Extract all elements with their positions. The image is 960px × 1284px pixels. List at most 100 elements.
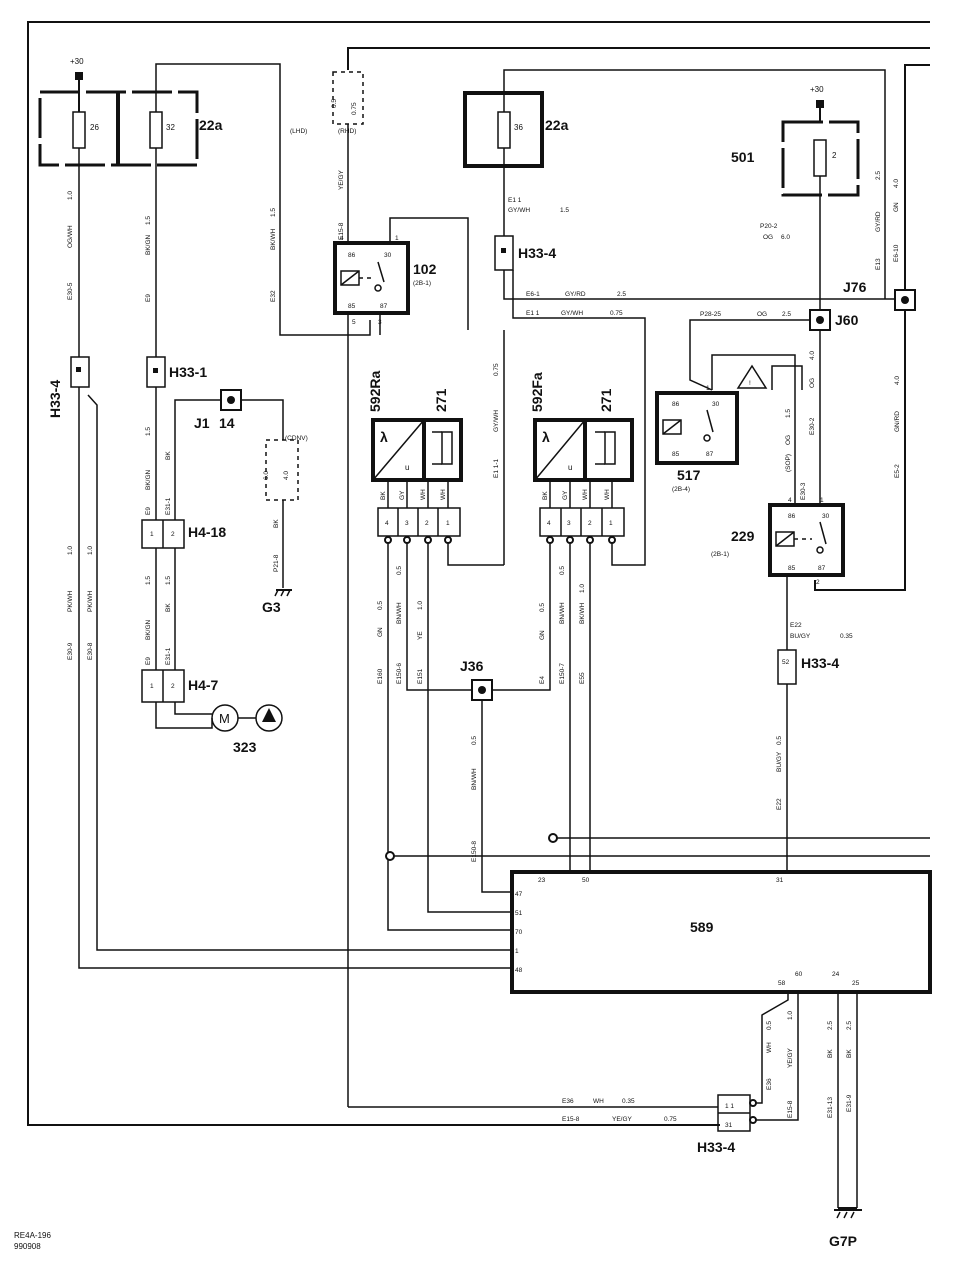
svg-text:1 1: 1 1 — [725, 1103, 734, 1110]
svg-text:52: 52 — [782, 659, 790, 666]
svg-text:E6-10: E6-10 — [893, 244, 900, 262]
svg-text:2.5: 2.5 — [782, 311, 791, 318]
svg-text:0.5: 0.5 — [766, 1021, 773, 1030]
fuse-32-label: 32 — [166, 123, 175, 132]
svg-text:M: M — [219, 711, 230, 726]
sensor-592ra: λ u 592Ra 271 — [367, 371, 463, 482]
connector-h33-4-right: 52 H33-4 — [777, 649, 839, 685]
plus30-left-label: +30 — [70, 57, 84, 66]
svg-text:E22: E22 — [790, 622, 802, 629]
connector-592ra: 4 3 2 1 — [377, 507, 461, 537]
junction-j60: J60 — [809, 309, 859, 331]
svg-text:BK: BK — [165, 451, 172, 460]
svg-text:2.5: 2.5 — [846, 1021, 853, 1030]
ground-g7p-icon — [834, 1207, 862, 1219]
h4-7-wire-labels: 1.5 1.5 BK/GN BK E9 E31-1 — [145, 576, 172, 665]
svg-text:WH: WH — [593, 1098, 604, 1105]
svg-text:λ: λ — [380, 429, 388, 445]
svg-text:2: 2 — [171, 531, 175, 538]
svg-text:J1: J1 — [194, 415, 210, 431]
svg-text:0.5: 0.5 — [776, 736, 783, 745]
svg-text:86: 86 — [788, 513, 796, 520]
svg-text:E1 1: E1 1 — [508, 197, 522, 204]
supply-terminal-right — [816, 100, 824, 108]
e22-bottom-labels: 0.5 BU/GY E22 — [776, 736, 783, 810]
svg-text:BN/WH: BN/WH — [396, 602, 403, 624]
svg-text:0.5: 0.5 — [377, 601, 384, 610]
svg-text:50: 50 — [582, 877, 590, 884]
svg-text:BU/GY: BU/GY — [790, 633, 811, 640]
svg-text:G3: G3 — [262, 599, 281, 615]
svg-text:48: 48 — [515, 967, 523, 974]
svg-text:E31-1: E31-1 — [165, 497, 172, 515]
svg-text:E30-9: E30-9 — [67, 642, 74, 660]
svg-text:BK/GN: BK/GN — [145, 234, 152, 255]
svg-text:4.0: 4.0 — [809, 351, 816, 360]
svg-text:BK: BK — [827, 1049, 834, 1058]
pk-wire-labels: 1.0 1.0 PK/WH PK/WH E30-9 E30-8 — [67, 546, 94, 660]
svg-text:E15-8: E15-8 — [338, 222, 345, 240]
svg-text:0.75: 0.75 — [351, 102, 358, 115]
svg-text:4: 4 — [547, 520, 551, 527]
svg-text:J36: J36 — [460, 658, 484, 674]
fuse-box-501: 2 501 — [731, 120, 860, 197]
svg-text:271: 271 — [433, 388, 449, 412]
svg-text:OG/WH: OG/WH — [67, 225, 74, 248]
relay-102: 86 30 85 87 4 1 5 3 102 (2B-1) — [333, 235, 437, 326]
sensor-b-wire-labels: 0.5 GN E4 0.5 BN/WH E150-7 1.0 BK/WH E55 — [539, 566, 586, 684]
supply-terminal-left — [75, 72, 83, 80]
e22-top-labels: E22 BU/GY 0.35 — [790, 622, 853, 640]
svg-text:2: 2 — [816, 579, 820, 586]
svg-text:85: 85 — [348, 303, 356, 310]
svg-text:87: 87 — [380, 303, 388, 310]
svg-text:1: 1 — [820, 497, 824, 504]
svg-text:31: 31 — [776, 877, 784, 884]
svg-text:YE/GY: YE/GY — [338, 169, 345, 190]
svg-text:1: 1 — [706, 385, 710, 392]
svg-text:(2B-1): (2B-1) — [413, 280, 431, 287]
svg-text:1.5: 1.5 — [560, 207, 569, 214]
svg-text:501: 501 — [731, 149, 755, 165]
svg-text:24: 24 — [832, 971, 840, 978]
sensor-a-wire-labels: 0.5 GN E160 0.5 BN/WH E150-6 1.0 YE E151 — [377, 566, 424, 684]
svg-text:25: 25 — [852, 980, 860, 987]
svg-text:BU/GY: BU/GY — [776, 751, 783, 772]
svg-text:323: 323 — [233, 739, 257, 755]
svg-text:2: 2 — [588, 520, 592, 527]
svg-text:YE/GY: YE/GY — [612, 1116, 633, 1123]
svg-text:30: 30 — [384, 252, 392, 259]
svg-text:WH: WH — [766, 1042, 773, 1053]
svg-text:E150-8: E150-8 — [471, 841, 478, 862]
svg-text:517: 517 — [677, 467, 701, 483]
bottom-h-labels: E36 WH 0.35 E15-8 YE/GY 0.75 — [562, 1098, 677, 1123]
svg-text:2: 2 — [171, 683, 175, 690]
svg-text:WH: WH — [420, 489, 427, 500]
svg-text:BK/GN: BK/GN — [145, 619, 152, 640]
svg-text:(2B-4): (2B-4) — [672, 486, 690, 493]
fuse-box-22a-mid: 36 22a — [463, 91, 569, 168]
svg-text:GY/RD: GY/RD — [565, 291, 586, 298]
ecu-bottom-labels: 0.5 WH E36 1.0 YE/GY E15-8 2.5 BK E31-13… — [766, 1011, 853, 1118]
connector-592fa: 4 3 2 1 — [539, 507, 625, 537]
svg-text:2.5: 2.5 — [617, 291, 626, 298]
fuse-26-label: 26 — [90, 123, 99, 132]
svg-text:J60: J60 — [835, 312, 859, 328]
j36-wire-labels: 0.5 BN/WH E150-8 — [471, 736, 478, 862]
svg-text:H33-1: H33-1 — [169, 364, 207, 380]
svg-text:23: 23 — [538, 877, 546, 884]
svg-text:87: 87 — [706, 451, 714, 458]
svg-text:E5-2: E5-2 — [894, 464, 901, 478]
svg-text:BK/GN: BK/GN — [145, 469, 152, 490]
svg-text:E31-9: E31-9 — [846, 1094, 853, 1112]
svg-text:E9: E9 — [145, 657, 152, 665]
svg-text:GY: GY — [399, 490, 406, 500]
svg-text:u: u — [405, 463, 409, 472]
svg-text:OG: OG — [763, 234, 773, 241]
svg-text:OG: OG — [809, 378, 816, 388]
svg-text:YE: YE — [417, 631, 424, 640]
svg-text:30: 30 — [712, 401, 720, 408]
svg-text:4: 4 — [385, 520, 389, 527]
svg-text:(RHD): (RHD) — [338, 128, 356, 135]
